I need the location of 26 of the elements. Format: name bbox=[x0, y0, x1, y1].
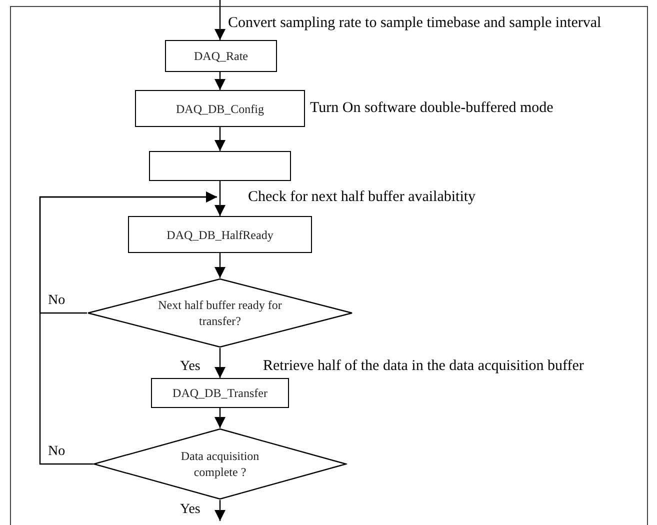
step-note: Convert sampling rate to sample timebase and sample interval bbox=[228, 14, 602, 32]
process-box bbox=[128, 216, 312, 253]
arrow bbox=[214, 127, 226, 151]
arrow bbox=[214, 348, 226, 378]
arrow bbox=[214, 500, 226, 521]
arrow bbox=[214, 72, 226, 90]
decision-diamond bbox=[87, 278, 353, 348]
arrow bbox=[39, 192, 217, 465]
process-box bbox=[135, 90, 305, 127]
step-label: DAQ_DB_Transfer bbox=[172, 385, 268, 401]
arrow bbox=[214, 181, 226, 216]
step-note: Retrieve half of the data in the data acquisition buffer bbox=[263, 357, 584, 375]
step-note: Turn On software double-buffered mode bbox=[310, 99, 554, 117]
decision-text: Data acquisition complete ? bbox=[180, 448, 260, 480]
arrow bbox=[214, 253, 226, 278]
step-note: Check for next half buffer availabitity bbox=[248, 188, 476, 206]
process-box bbox=[151, 378, 289, 408]
decision-text: Next half buffer ready for transfer? bbox=[157, 297, 283, 329]
decision-diamond bbox=[93, 428, 347, 500]
arrow bbox=[214, 408, 226, 428]
step-label: DAQ_DB_HalfReady bbox=[166, 226, 274, 242]
arrow bbox=[214, 0, 226, 40]
step-label: DAQ_DB_Config bbox=[176, 100, 264, 116]
step-label: DAQ_Rate bbox=[194, 48, 248, 64]
process-box bbox=[149, 151, 291, 181]
process-box bbox=[165, 40, 277, 72]
